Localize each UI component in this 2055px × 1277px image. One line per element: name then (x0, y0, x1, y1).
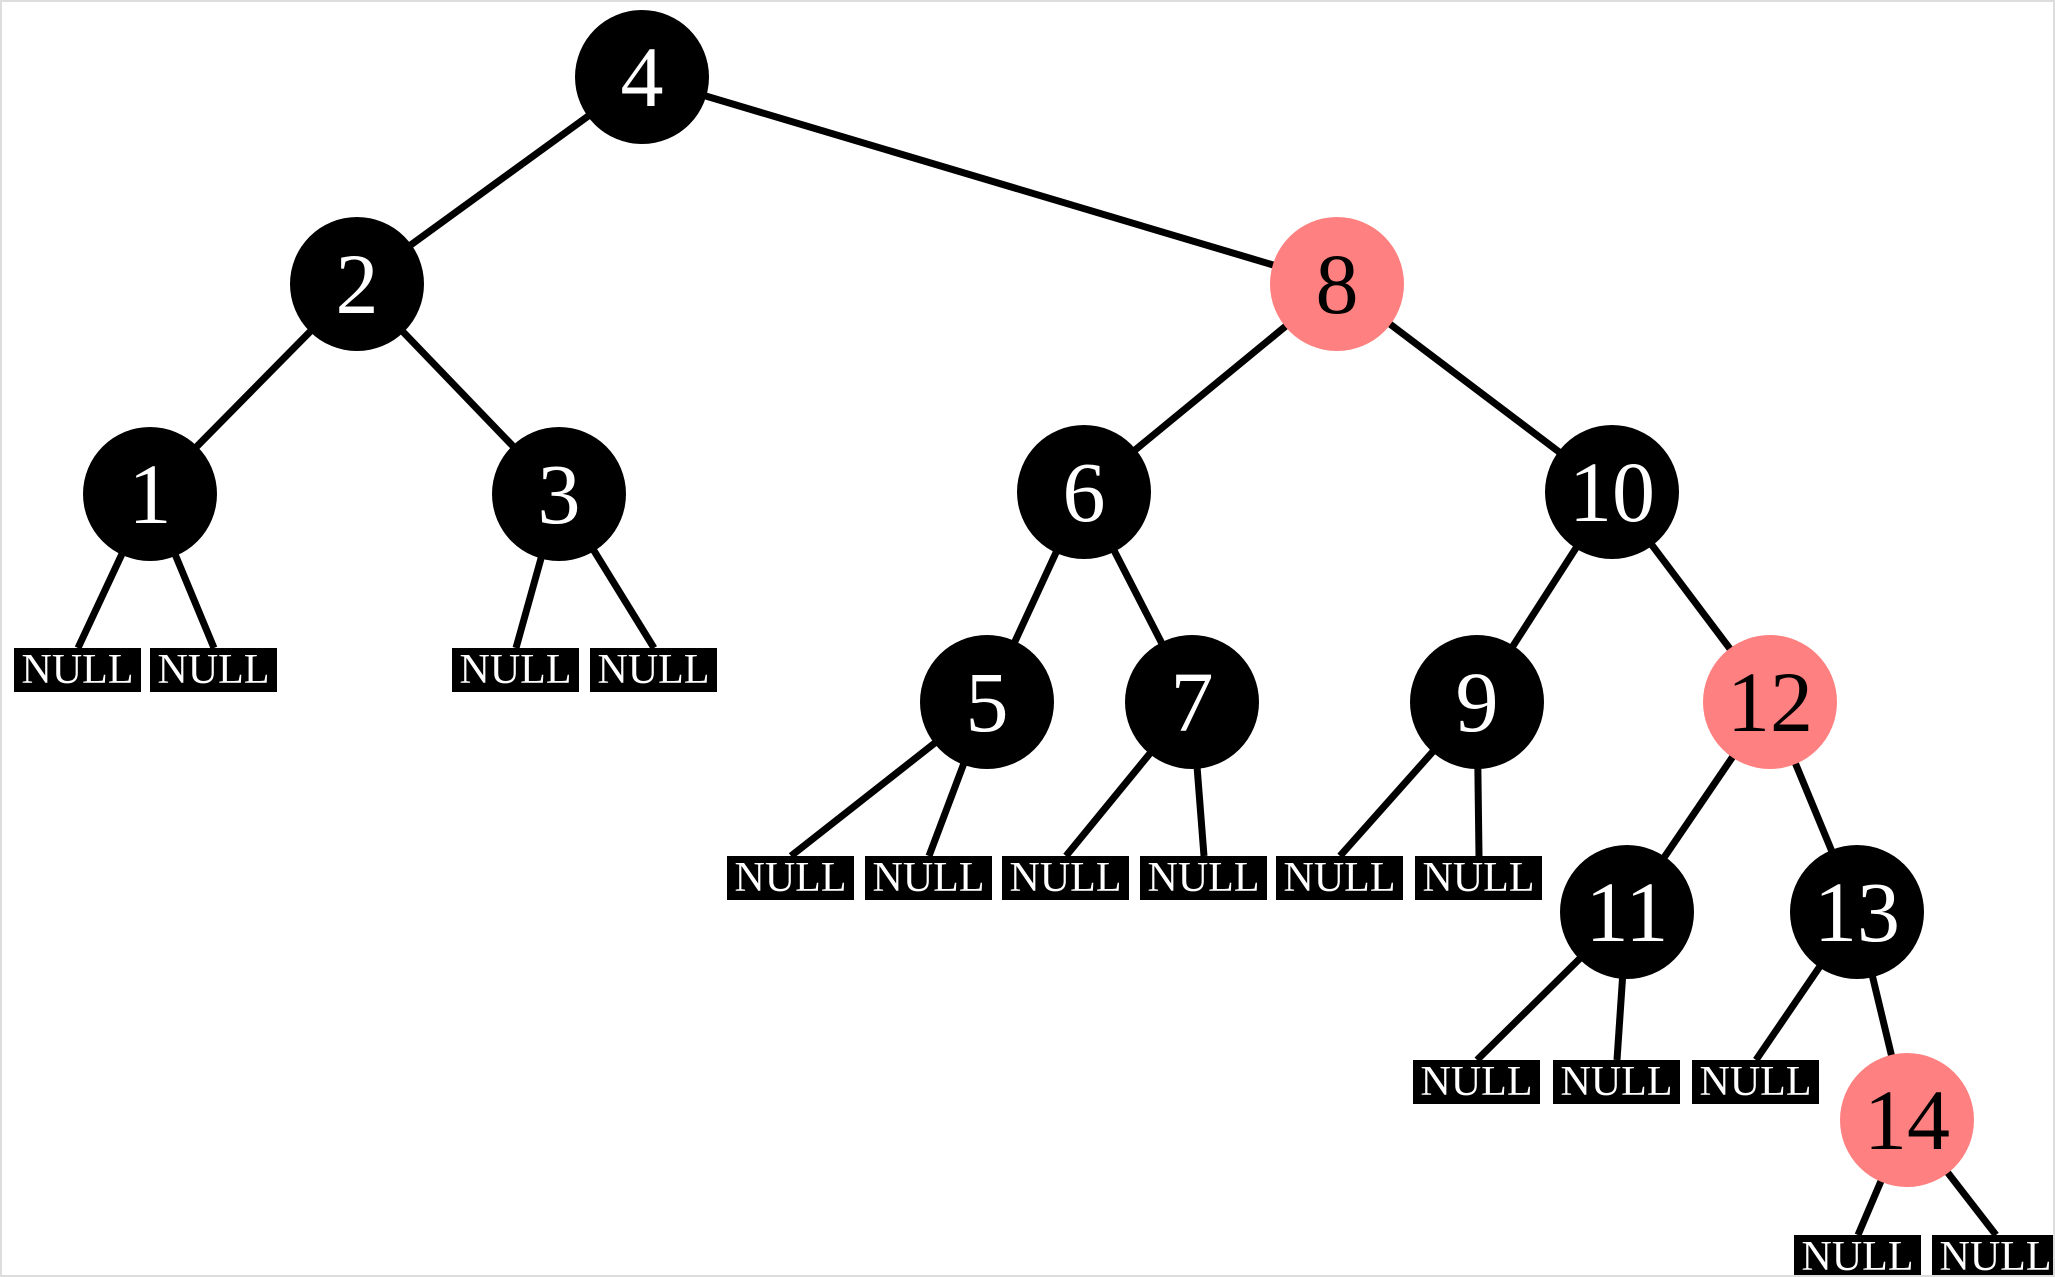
tree-null-leaf-label: NULL (734, 855, 847, 901)
tree-null-leaf-label: NULL (459, 647, 572, 693)
tree-null-leaf: NULL (1276, 856, 1403, 900)
tree-node-label: 13 (1814, 864, 1900, 960)
tree-edge-n4-n8 (641, 73, 1338, 288)
tree-null-leaf: NULL (1140, 856, 1267, 900)
tree-node-label: 1 (128, 446, 172, 542)
tree-node-2[interactable]: 2 (290, 217, 424, 351)
tree-null-leaf-label: NULL (21, 647, 134, 693)
tree-node-label: 3 (537, 446, 581, 542)
tree-node-11[interactable]: 11 (1560, 845, 1694, 979)
tree-null-leaf-label: NULL (1009, 855, 1122, 901)
tree-null-leaf: NULL (14, 648, 141, 692)
tree-node-label: 12 (1727, 654, 1813, 750)
tree-null-leaf: NULL (1692, 1060, 1819, 1104)
tree-null-leaf: NULL (1794, 1234, 1921, 1277)
tree-null-leaf-label: NULL (157, 647, 270, 693)
tree-null-leaf-label: NULL (1420, 1059, 1533, 1105)
tree-node-1[interactable]: 1 (83, 427, 217, 561)
tree-node-4[interactable]: 4 (575, 10, 709, 144)
tree-null-leaf: NULL (727, 856, 854, 900)
tree-null-leaf-label: NULL (872, 855, 985, 901)
tree-null-leaf-label: NULL (1147, 855, 1260, 901)
tree-node-label: 7 (1170, 654, 1214, 750)
tree-node-5[interactable]: 5 (920, 635, 1054, 769)
tree-null-leaf: NULL (1553, 1060, 1680, 1104)
tree-node-8[interactable]: 8 (1270, 217, 1404, 351)
tree-node-9[interactable]: 9 (1410, 635, 1544, 769)
tree-null-leaf: NULL (452, 648, 579, 692)
tree-null-leaf-label: NULL (597, 647, 710, 693)
tree-node-label: 6 (1062, 444, 1106, 540)
tree-null-leaf: NULL (1002, 856, 1129, 900)
tree-node-7[interactable]: 7 (1125, 635, 1259, 769)
tree-node-label: 14 (1864, 1072, 1950, 1168)
tree-null-leaf-label: NULL (1699, 1059, 1812, 1105)
tree-node-6[interactable]: 6 (1017, 425, 1151, 559)
tree-null-leaf: NULL (865, 856, 992, 900)
tree-node-3[interactable]: 3 (492, 427, 626, 561)
tree-null-leaf: NULL (1413, 1060, 1540, 1104)
tree-null-leaf-label: NULL (1560, 1059, 1673, 1105)
tree-node-label: 4 (620, 29, 664, 125)
tree-node-13[interactable]: 13 (1790, 845, 1924, 979)
tree-null-leaf-label: NULL (1422, 855, 1535, 901)
tree-null-leaf-label: NULL (1939, 1234, 2052, 1277)
tree-node-label: 2 (335, 236, 379, 332)
tree-node-12[interactable]: 12 (1703, 635, 1837, 769)
tree-null-leaf: NULL (590, 648, 717, 692)
tree-node-label: 9 (1455, 654, 1499, 750)
tree-node-label: 11 (1585, 864, 1669, 960)
tree-null-leaf: NULL (1415, 856, 1542, 900)
tree-null-leaf: NULL (1932, 1234, 2053, 1277)
tree-null-leaf-label: NULL (1283, 855, 1396, 901)
tree-node-label: 5 (965, 654, 1009, 750)
tree-null-leaf: NULL (150, 648, 277, 692)
tree-node-label: 10 (1569, 444, 1655, 540)
tree-null-leaf-label: NULL (1801, 1234, 1914, 1277)
tree-node-10[interactable]: 10 (1545, 425, 1679, 559)
tree-node-14[interactable]: 14 (1840, 1053, 1974, 1187)
tree-node-label: 8 (1315, 236, 1359, 332)
